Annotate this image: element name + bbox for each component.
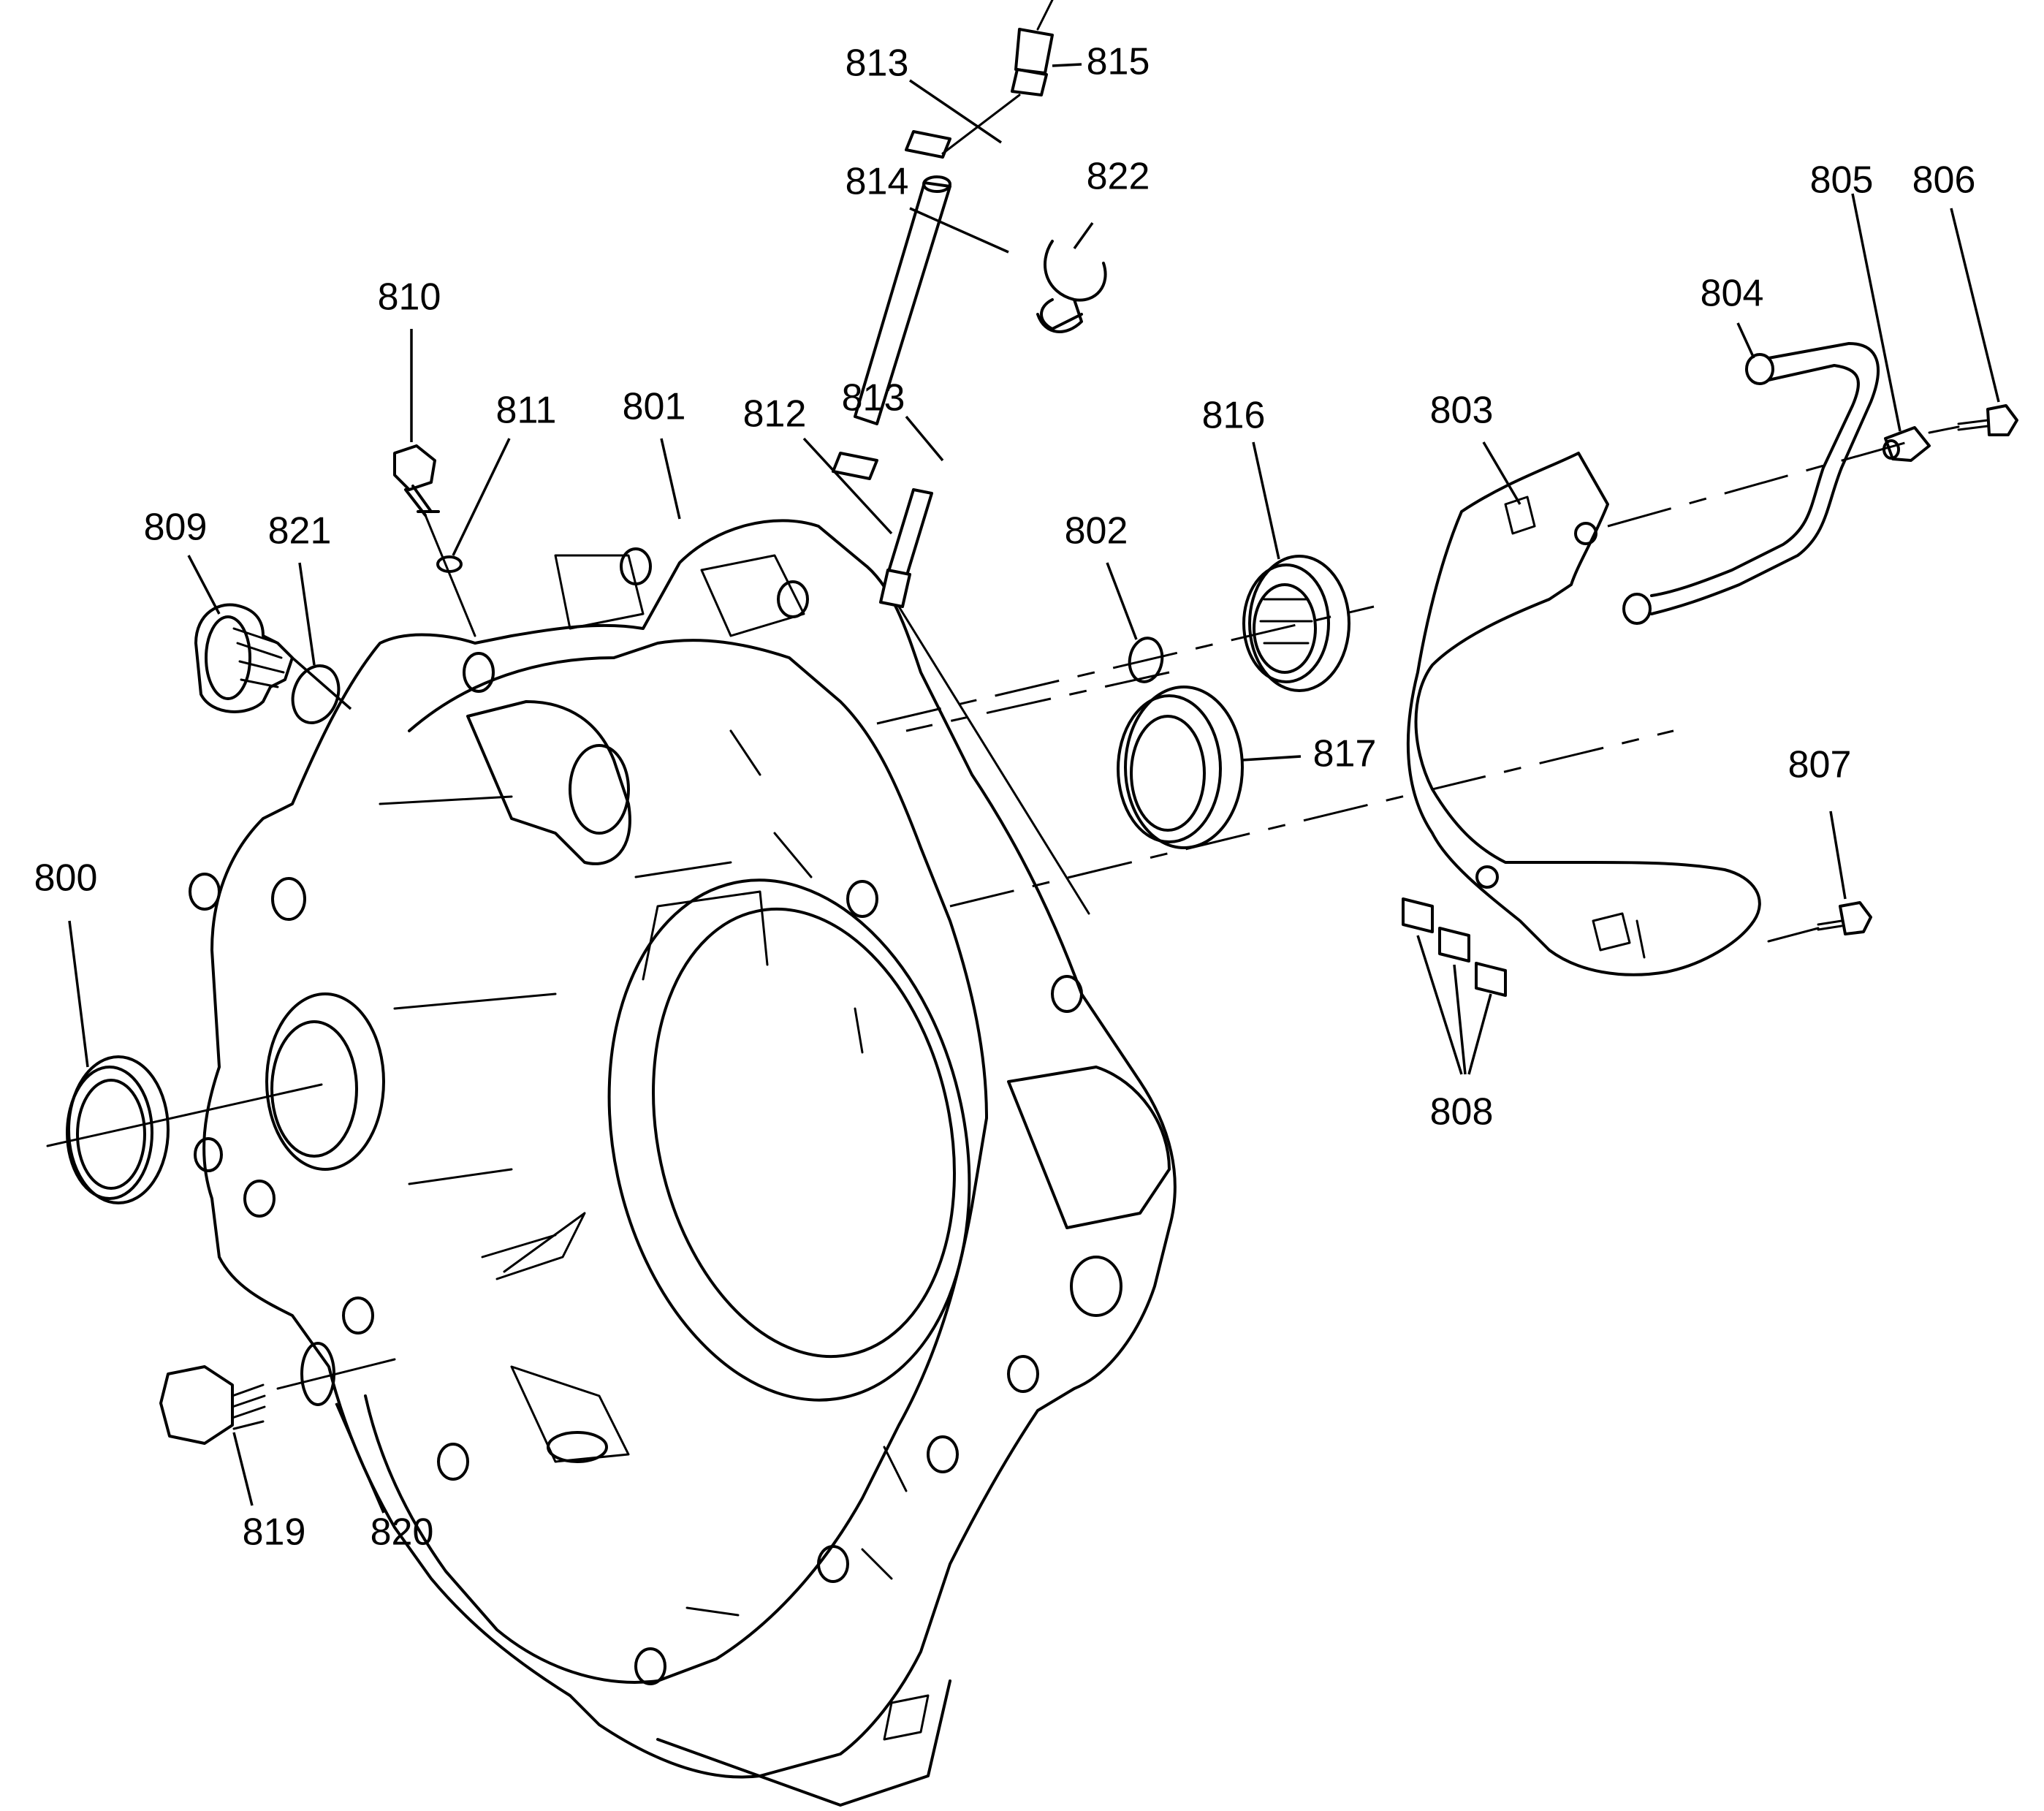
callout-802: 802 [1065, 510, 1128, 553]
seal-part-817 [1117, 686, 1244, 849]
seal-part-800 [46, 1055, 323, 1204]
callout-806: 806 [1912, 159, 1976, 202]
fitting-part-815 [941, 0, 1054, 155]
shield-part-803 [1406, 452, 1761, 976]
bolt-part-819 [159, 1365, 266, 1445]
o-ring-part-821 [291, 656, 352, 724]
callout-807: 807 [1788, 744, 1852, 786]
callout-801: 801 [623, 386, 686, 428]
connector-part-812 [879, 488, 1090, 915]
o-ring-part-820 [276, 1342, 396, 1406]
callout-808: 808 [1430, 1091, 1494, 1134]
callout-821: 821 [268, 510, 332, 553]
bearing-part-816 [1242, 555, 1350, 692]
clip-part-813-lower [832, 452, 878, 480]
callout-815: 815 [1087, 41, 1150, 83]
callout-817: 817 [1313, 733, 1377, 775]
clip-part-822 [1036, 240, 1107, 333]
callout-816: 816 [1202, 395, 1266, 437]
clip-part-813-upper [905, 130, 951, 159]
callout-813-lower: 813 [842, 377, 905, 419]
callout-804: 804 [1701, 273, 1764, 315]
leader-lines [68, 63, 2000, 1514]
ring-part-802 [1128, 637, 1164, 683]
callout-820: 820 [371, 1511, 434, 1554]
tube-part-814 [854, 175, 951, 425]
flange-bolt-holes [189, 547, 1122, 1685]
callout-811: 811 [496, 390, 557, 432]
callout-812: 812 [743, 393, 807, 436]
callout-803: 803 [1430, 390, 1494, 432]
callout-810: 810 [378, 276, 441, 319]
washer-part-811 [436, 555, 463, 573]
callout-814: 814 [846, 161, 909, 203]
bolt-part-807 [1767, 901, 1872, 943]
plug-part-809 [194, 603, 294, 713]
pads-part-808 [1402, 897, 1507, 997]
callout-822: 822 [1087, 156, 1150, 198]
callout-805: 805 [1810, 159, 1874, 202]
bolt-part-806 [1928, 404, 2018, 436]
callout-809: 809 [144, 506, 208, 549]
case-housing-part-801 [189, 519, 1177, 1807]
callout-819: 819 [243, 1511, 306, 1554]
tube-part-804 [1622, 342, 1880, 625]
callout-labels: 800 801 802 803 804 805 806 807 808 809 … [34, 41, 1976, 1554]
callout-813-upper: 813 [846, 42, 909, 85]
clip-part-805 [1607, 426, 1931, 528]
callout-800: 800 [34, 857, 98, 900]
bolt-part-810 [393, 444, 476, 637]
